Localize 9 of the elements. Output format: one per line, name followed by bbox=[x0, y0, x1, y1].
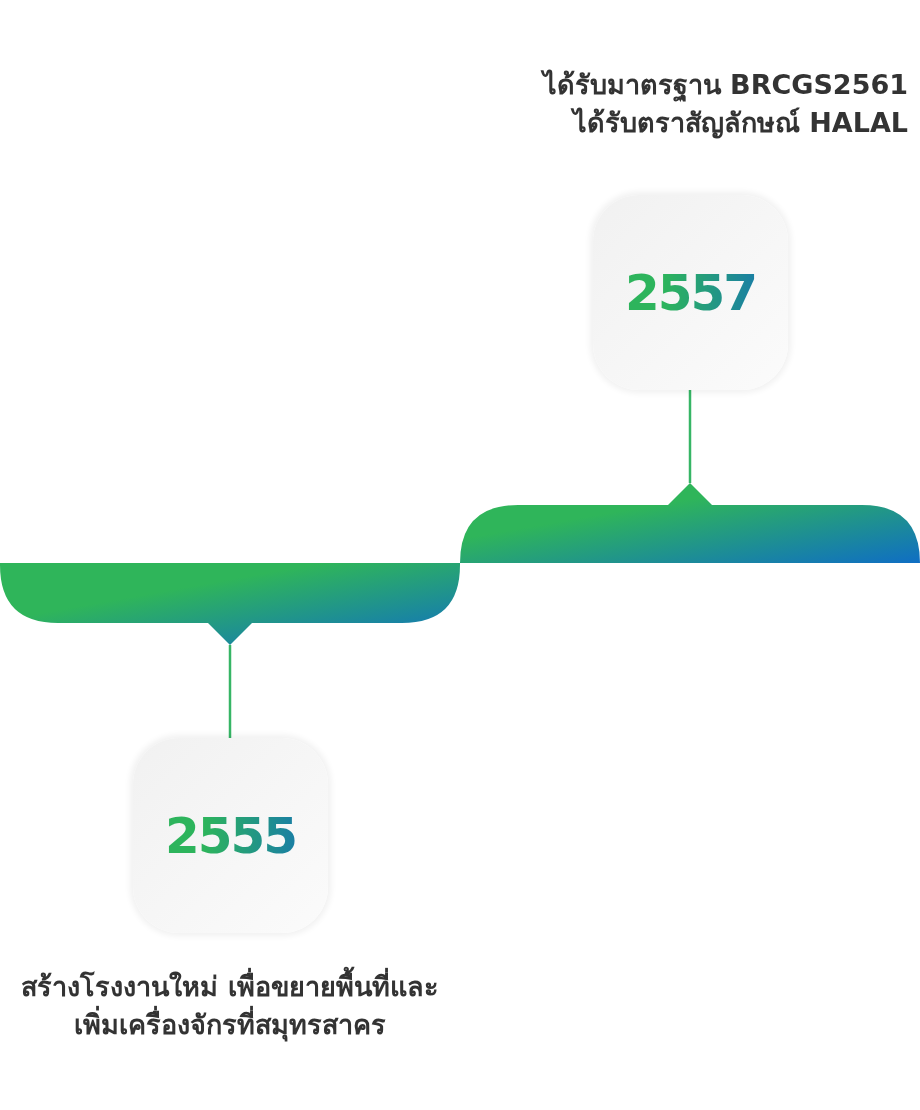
connector-line bbox=[228, 645, 232, 738]
timeline-band bbox=[0, 563, 460, 645]
year-card bbox=[593, 195, 788, 390]
milestone-text: ได้รับตราสัญลักษณ์ HALAL bbox=[569, 105, 908, 141]
milestone-text: สร้างโรงงานใหม่ เพื่อขยายพื้นที่และเพิ่มเครื่องจักรที่สมุทรสาคร bbox=[10, 968, 450, 1044]
milestone-text: ได้รับมาตรฐาน BRCGS2561 bbox=[539, 68, 908, 104]
year-card bbox=[133, 738, 328, 933]
timeline-band bbox=[460, 483, 920, 563]
connector-line bbox=[688, 390, 692, 483]
